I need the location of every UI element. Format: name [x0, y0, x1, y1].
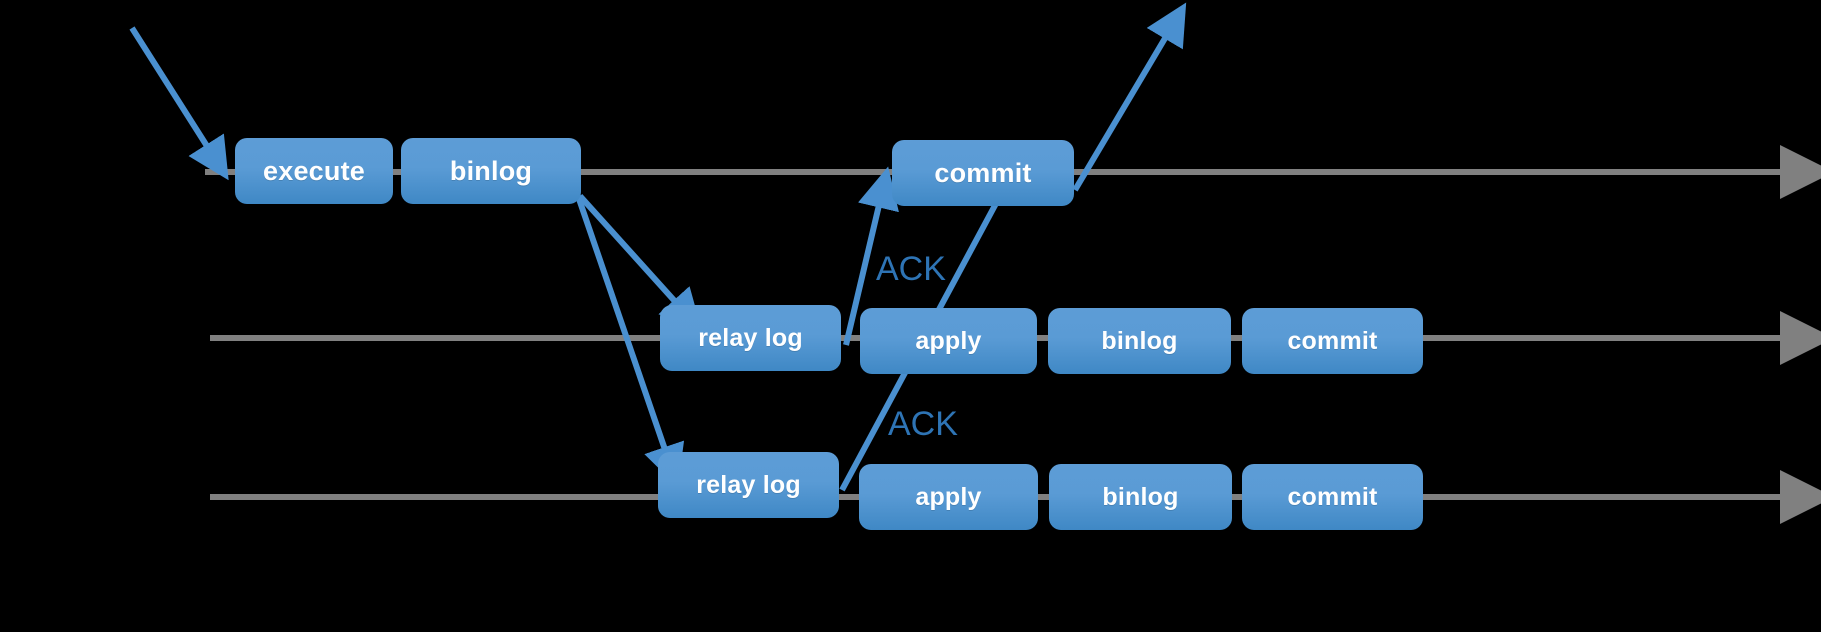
arrow-binlog-to-relay-1 — [577, 193, 703, 332]
node-label: commit — [1287, 482, 1378, 511]
node-label: commit — [1287, 326, 1378, 355]
node-master-execute[interactable]: execute — [235, 138, 393, 204]
node-label: apply — [915, 326, 982, 355]
node-label: binlog — [449, 155, 533, 186]
node-label: binlog — [1101, 326, 1178, 355]
node-label: apply — [915, 482, 982, 511]
node-replica2-relay-log[interactable]: relay log — [658, 452, 839, 518]
node-master-commit[interactable]: commit — [892, 140, 1074, 206]
arrow-binlog-to-relay-2 — [575, 195, 685, 488]
node-label: relay log — [696, 470, 801, 499]
arrow-ack-replica-1 — [843, 166, 899, 346]
ack-label-bottom: ACK — [888, 405, 958, 443]
node-replica1-commit[interactable]: commit — [1242, 308, 1423, 374]
node-replica2-commit[interactable]: commit — [1242, 464, 1423, 530]
node-replica2-apply[interactable]: apply — [859, 464, 1038, 530]
node-label: relay log — [698, 323, 803, 352]
arrow-client-response-out — [1072, 2, 1187, 192]
ack-label-top: ACK — [876, 250, 946, 288]
node-label: execute — [263, 155, 365, 186]
node-replica1-apply[interactable]: apply — [860, 308, 1037, 374]
node-master-binlog[interactable]: binlog — [401, 138, 581, 204]
node-label: commit — [934, 157, 1032, 188]
node-label: binlog — [1102, 482, 1179, 511]
node-replica2-binlog[interactable]: binlog — [1049, 464, 1232, 530]
node-replica1-relay-log[interactable]: relay log — [660, 305, 841, 371]
arrow-client-request-in — [129, 26, 229, 181]
node-replica1-binlog[interactable]: binlog — [1048, 308, 1231, 374]
